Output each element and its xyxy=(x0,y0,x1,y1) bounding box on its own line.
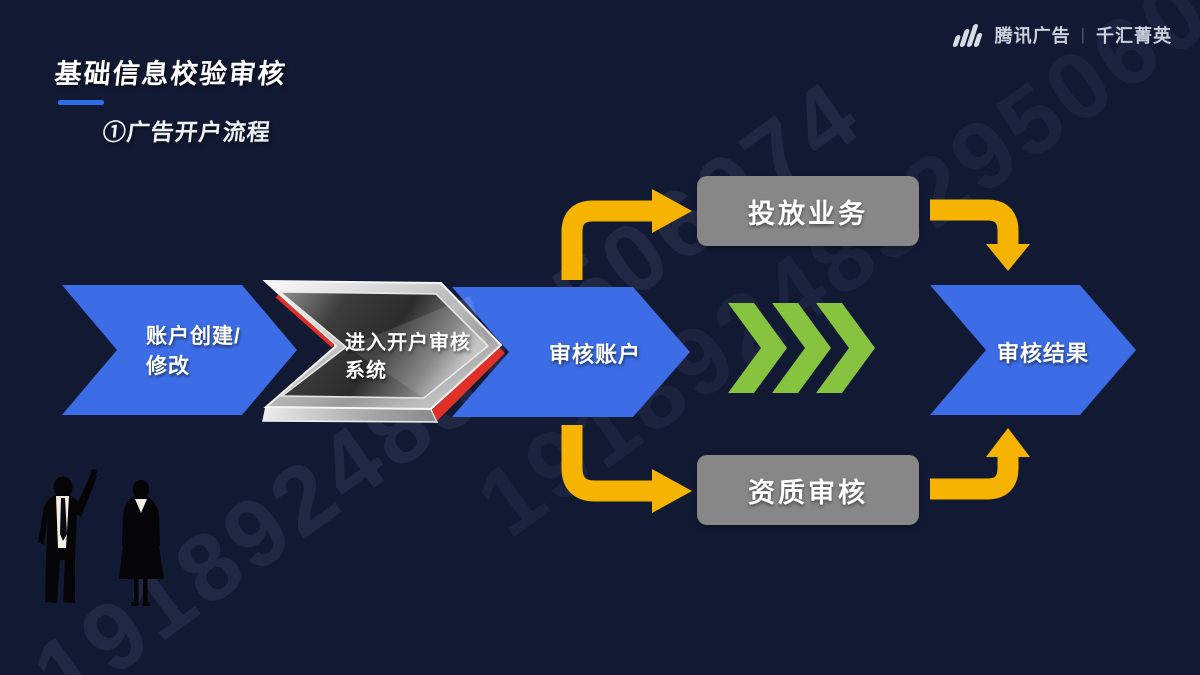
label-account-create: 账户创建/ 修改 xyxy=(146,322,241,382)
brand-partner-name: 千汇菁英 xyxy=(1096,26,1172,46)
arrow-to-branch-bottom xyxy=(561,425,692,513)
branch-box-label: 资质审核 xyxy=(748,477,868,508)
label-line: 进入开户审核 xyxy=(345,332,471,354)
label-line: 系统 xyxy=(345,360,387,382)
chevron-step-account-create xyxy=(62,285,297,415)
metal-chevron-enter-system xyxy=(262,279,505,423)
label-review-result: 审核结果 xyxy=(996,341,1089,366)
business-people-silhouette xyxy=(38,469,164,606)
woman-silhouette xyxy=(119,479,164,606)
branch-box-delivery-business: 投放业务 xyxy=(697,176,919,246)
arrow-branch-bottom-to-result xyxy=(930,428,1030,500)
arrow-branch-top-to-result xyxy=(930,199,1030,271)
metal-chevron-inner-face xyxy=(277,291,490,399)
title-underline xyxy=(58,100,104,105)
brand-name: 腾讯广告 xyxy=(994,26,1071,46)
arrow-to-branch-top xyxy=(561,189,692,280)
label-line: 账户创建/ xyxy=(146,325,241,348)
fast-forward-chevrons-icon xyxy=(728,303,875,393)
branch-box-qualification-review: 资质审核 xyxy=(697,455,919,525)
branch-box-label: 投放业务 xyxy=(748,198,868,229)
tencent-ads-logo-icon xyxy=(952,24,982,47)
label-line: 修改 xyxy=(146,355,190,378)
chevron-step-review-result xyxy=(930,285,1136,415)
label-review-account: 审核账户 xyxy=(548,342,641,367)
brand-lockup: 腾讯广告 | 千汇菁英 xyxy=(952,22,1172,48)
label-enter-review-system: 进入开户审核 系统 xyxy=(345,329,471,385)
chevron-step-review-account xyxy=(452,287,690,417)
brand-separator: | xyxy=(1080,25,1086,44)
man-silhouette xyxy=(38,469,97,603)
